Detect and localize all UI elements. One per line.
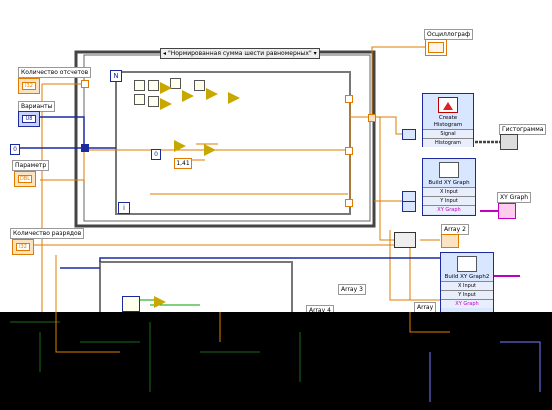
tunnel-out-1: [345, 95, 353, 103]
xy-graph-label: XY Graph: [497, 192, 532, 203]
tunnel-out-3: [345, 199, 353, 207]
build-xy-graph-output[interactable]: XY Graph: [423, 205, 475, 214]
build-xy-y-input[interactable]: Y Input: [423, 196, 475, 205]
variants-terminal[interactable]: U8: [18, 111, 40, 127]
random-dice-icon[interactable]: [134, 80, 145, 91]
tunnel-out-2: [345, 147, 353, 155]
xy-graph-icon: [457, 256, 477, 272]
random-dice-icon[interactable]: [194, 80, 205, 91]
constant-141[interactable]: 1,41: [174, 158, 192, 169]
build-xy-title: Build XY Graph: [428, 180, 470, 186]
oscilloscope-label: Осциллограф: [424, 29, 474, 40]
random-generators-cluster: [134, 78, 244, 118]
bits-count-label: Количество разрядов: [10, 228, 85, 239]
random-dice-icon[interactable]: [134, 94, 145, 105]
build-xy-graph-vi[interactable]: Build XY Graph X Input Y Input XY Graph: [422, 158, 476, 216]
create-histogram-vi[interactable]: Create Histogram Signal Histogram: [422, 93, 474, 147]
create-histogram-signal-input[interactable]: Signal: [423, 129, 473, 138]
samples-count-label: Количество отсчетов: [18, 67, 92, 78]
case-selector-value: "Нормированная сумма шести равномерных": [167, 50, 312, 57]
divide-node-icon[interactable]: [204, 144, 216, 156]
create-histogram-title-1: Create: [438, 115, 458, 121]
build-xy2-graph-output[interactable]: XY Graph: [441, 299, 493, 308]
dynamic-data-icon[interactable]: [402, 201, 416, 212]
parameter-label: Параметр: [12, 160, 50, 171]
tunnel-left-blue: [81, 144, 89, 152]
subvi-icon[interactable]: [122, 296, 140, 312]
build-xy2-y-input[interactable]: Y Input: [441, 290, 493, 299]
case-selector-left-arrow[interactable]: ◂: [163, 50, 167, 57]
build-array-icon[interactable]: [394, 232, 416, 248]
add-node-icon[interactable]: [160, 82, 172, 94]
histogram-icon: [438, 97, 458, 113]
xy-graph-icon: [439, 162, 459, 178]
bits-count-type: I32: [16, 243, 30, 251]
create-histogram-title-2: Histogram: [433, 122, 463, 128]
add-node-icon[interactable]: [160, 98, 172, 110]
loop-iteration-terminal: i: [118, 202, 130, 214]
variants-type: U8: [22, 115, 36, 123]
loop-count-terminal[interactable]: N: [110, 70, 122, 82]
build-xy2-title: Build XY Graph2: [444, 274, 490, 280]
dynamic-data-icon[interactable]: [402, 129, 416, 140]
histogram-label: Гистограмма: [499, 124, 547, 135]
build-xy-x-input[interactable]: X Input: [423, 187, 475, 196]
zero-constant[interactable]: 0: [10, 144, 20, 155]
build-xy2-x-input[interactable]: X Input: [441, 281, 493, 290]
tunnel-left: [81, 80, 89, 88]
cropped-region-wires: [10, 312, 541, 402]
parameter-terminal[interactable]: DBL: [14, 171, 36, 187]
xy-graph-terminal[interactable]: [498, 203, 516, 219]
array2-terminal[interactable]: [441, 234, 459, 248]
add-node-icon[interactable]: [228, 92, 240, 104]
cropped-region: [0, 312, 552, 410]
zero-constant-inner[interactable]: 0: [151, 149, 161, 160]
graph-icon: [428, 42, 444, 53]
array3-label: Array 3: [338, 284, 366, 295]
add-node-icon[interactable]: [206, 88, 218, 100]
samples-count-type: I32: [22, 82, 36, 90]
random-dice-icon[interactable]: [148, 80, 159, 91]
samples-count-terminal[interactable]: I32: [18, 78, 40, 94]
build-xy-graph2-vi[interactable]: Build XY Graph2 X Input Y Input XY Graph: [440, 252, 494, 314]
oscilloscope-terminal[interactable]: [425, 39, 447, 56]
random-dice-icon[interactable]: [148, 96, 159, 107]
multiply-node-icon[interactable]: [174, 140, 186, 152]
create-histogram-output[interactable]: Histogram: [423, 138, 473, 147]
compare-node-icon[interactable]: [154, 296, 166, 308]
parameter-type: DBL: [18, 175, 32, 183]
add-node-icon[interactable]: [182, 90, 194, 102]
tunnel-out-main: [368, 114, 376, 122]
histogram-terminal[interactable]: [500, 134, 518, 150]
bits-count-terminal[interactable]: I32: [12, 239, 34, 255]
case-selector[interactable]: ◂ "Нормированная сумма шести равномерных…: [160, 48, 320, 59]
case-selector-dropdown-arrow[interactable]: ▾: [313, 50, 317, 57]
